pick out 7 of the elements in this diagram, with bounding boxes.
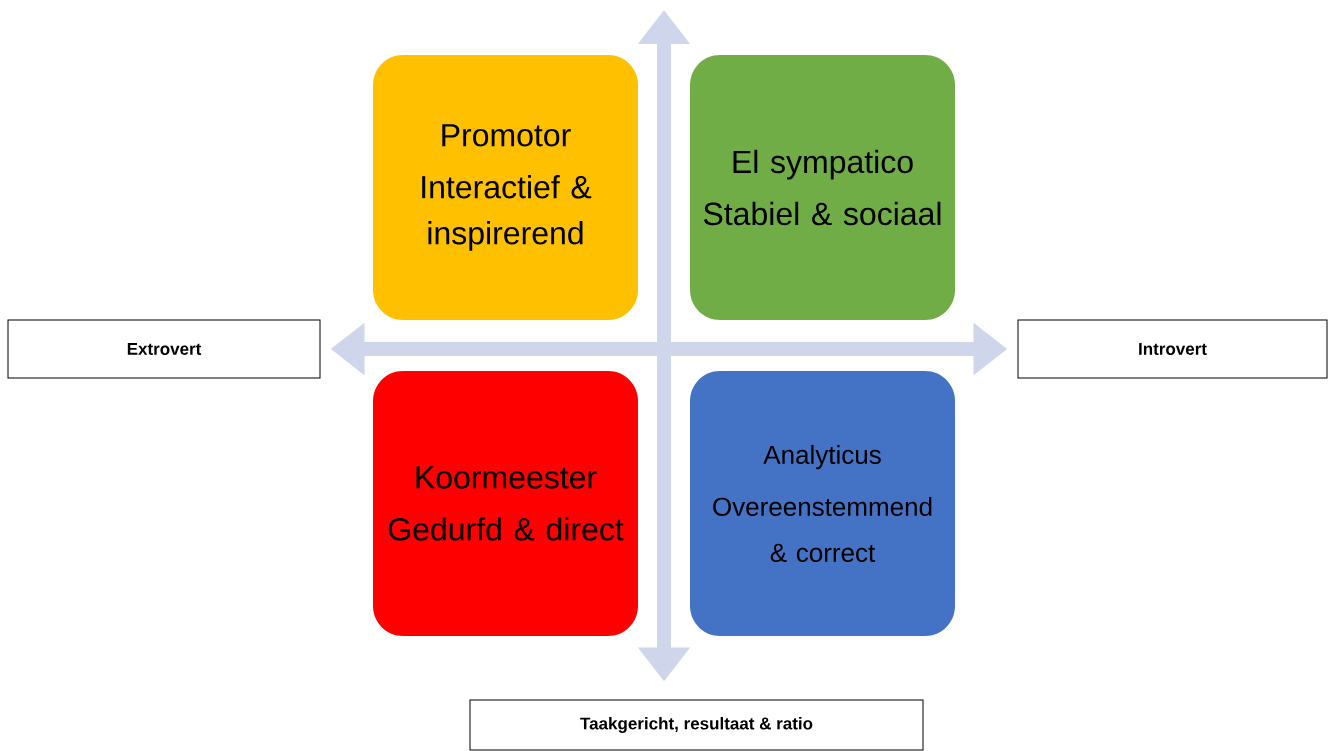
axis-label-box: Extrovert: [7, 319, 321, 379]
quadrant-box: Analyticus Overeenstemmend & correct: [690, 371, 955, 636]
quadrant-box: Koormeester Gedurfd & direct: [373, 371, 638, 636]
quadrant-box: Promotor Interactief & inspirerend: [373, 55, 638, 320]
axis-label-box: Introvert: [1017, 319, 1328, 379]
quadrant-box: El sympatico Stabiel & sociaal: [690, 55, 955, 320]
axis-label-box: Taakgericht, resultaat & ratio: [469, 699, 924, 751]
